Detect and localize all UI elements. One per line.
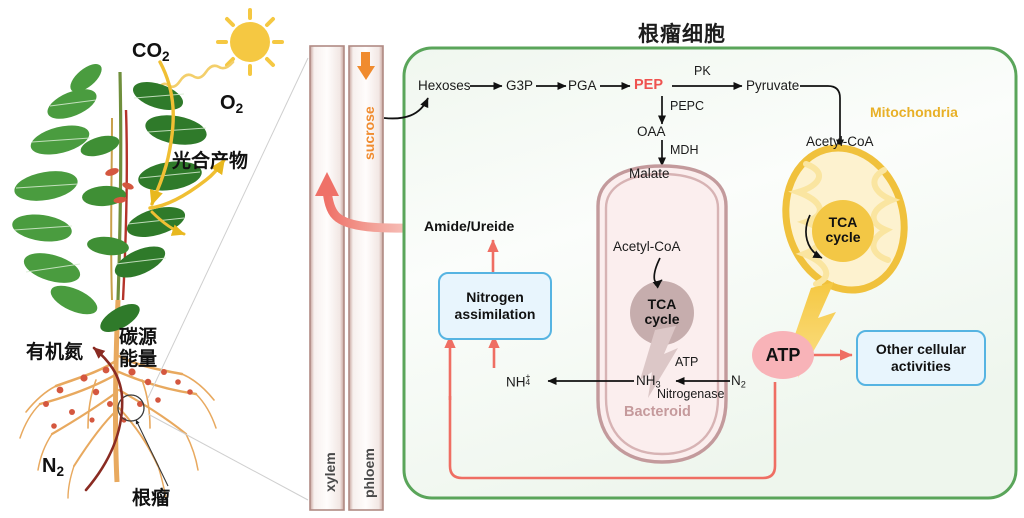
enzyme-pk: PK xyxy=(694,64,711,78)
nitrogenase-cofactor-label: ATP xyxy=(675,355,699,369)
mitochondria-label: Mitochondria xyxy=(870,104,958,120)
nodule-pointer xyxy=(135,419,169,487)
atp-node[interactable]: ATP xyxy=(752,331,814,379)
amide-ureide-label: Amide/Ureide xyxy=(424,218,515,234)
metabolite-hexoses: Hexoses xyxy=(418,78,471,93)
metabolite-oaa: OAA xyxy=(637,124,666,139)
metabolite-pyruvate: Pyruvate xyxy=(746,78,800,93)
vascular-bundle xyxy=(309,45,423,511)
o2-arrow xyxy=(148,158,226,210)
phloem-label: phloem xyxy=(361,448,377,498)
mitochondria-illustration xyxy=(782,144,908,378)
page-title: 根瘤细胞 xyxy=(638,23,726,46)
mito-tca-label: TCA cycle xyxy=(825,214,861,246)
nh3-label: NH3 xyxy=(636,373,661,390)
mito-tca-bubble xyxy=(812,200,874,262)
mito-acetyl-coa-label: Acetyl-CoA xyxy=(806,134,874,149)
o2-label: O2 xyxy=(220,92,244,116)
bacteroid-tca-label: TCA cycle xyxy=(644,296,680,328)
atp-label: ATP xyxy=(765,344,801,365)
bacteroid-label: Bacteroid xyxy=(624,404,691,420)
enzyme-pepc: PEPC xyxy=(670,99,705,113)
root-system-illustration xyxy=(19,354,217,499)
pyruvate-to-mitochondria-arrow xyxy=(800,85,845,149)
amide-ureide-arrow xyxy=(315,172,423,233)
carbon-source-label: 碳源 xyxy=(119,327,158,348)
bacteroid-illustration xyxy=(547,164,730,464)
nitrogenase-enzyme-label: Nitrogenase xyxy=(657,387,725,401)
energy-label: 能量 xyxy=(119,349,158,370)
bacteroid-tca-bubble xyxy=(630,281,694,345)
organic-nitrogen-label: 有机氮 xyxy=(26,342,84,363)
metabolite-pep: PEP xyxy=(634,77,664,93)
nh4-label: NH+4 xyxy=(506,370,531,390)
nodule-label: 根瘤 xyxy=(132,488,171,509)
bacteroid-acetyl-coa-label: Acetyl-CoA xyxy=(613,239,681,254)
acetylcoa-to-tca-arrow-mito xyxy=(805,214,823,259)
co2-arrow xyxy=(149,60,175,206)
metabolite-g3p: G3P xyxy=(506,78,534,93)
bacteroid-energy-bolt xyxy=(640,326,678,398)
sucrose-to-hexoses-arrow xyxy=(383,97,429,120)
n2-substrate-label: N2 xyxy=(731,373,746,390)
nodule-highlight-circle xyxy=(117,394,145,422)
leaf-cluster xyxy=(12,63,207,332)
metabolite-malate: Malate xyxy=(629,166,670,181)
co2-label: CO2 xyxy=(132,40,170,64)
sun-icon xyxy=(216,8,284,76)
zoom-guide-lines xyxy=(147,57,309,501)
sucrose-label: sucrose xyxy=(361,106,377,160)
photosynthate-arrow xyxy=(150,210,186,236)
photosynthate-label: 光合产物 xyxy=(172,151,249,172)
acetylcoa-to-tca-arrow-bacteroid xyxy=(652,257,663,289)
metabolite-pga: PGA xyxy=(568,78,597,93)
xylem-label: xylem xyxy=(322,452,338,492)
root-nodules xyxy=(43,366,193,429)
sucrose-arrow xyxy=(357,52,375,80)
n2-uptake-arrow xyxy=(84,346,124,492)
energy-bolt-icon xyxy=(789,282,836,378)
enzyme-mdh: MDH xyxy=(670,143,699,157)
n2-label: N2 xyxy=(42,455,65,479)
plant-illustration xyxy=(12,8,309,501)
